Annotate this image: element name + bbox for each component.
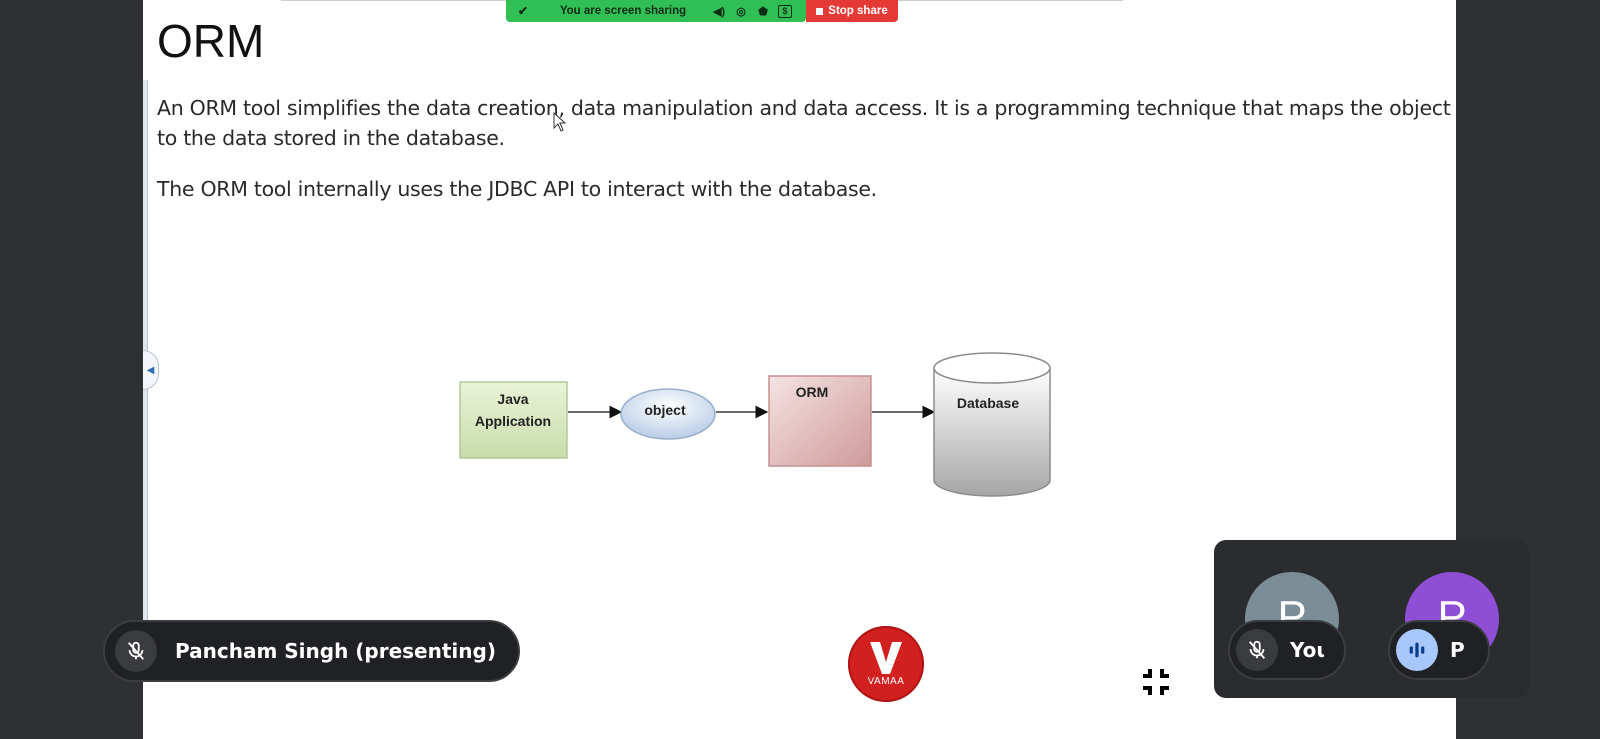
page-title: ORM xyxy=(157,15,265,67)
chevron-left-icon: ◀ xyxy=(146,364,155,376)
sharing-status: You are screen sharing xyxy=(559,5,687,17)
speaker-icon[interactable]: ◀) xyxy=(712,5,726,18)
record-icon[interactable]: ◎ xyxy=(736,5,746,18)
logo-text: VAMAA xyxy=(867,675,905,687)
stop-share-label: Stop share xyxy=(828,5,888,17)
presenter-name: Pancham Singh (presenting) xyxy=(175,639,496,663)
v-logo-icon xyxy=(870,641,902,674)
mouse-cursor-icon xyxy=(553,112,567,132)
database-label: Database xyxy=(957,395,1019,411)
paragraph-jdbc: The ORM tool internally uses the JDBC AP… xyxy=(157,177,877,201)
database-top xyxy=(933,352,1051,384)
object-node xyxy=(620,388,716,440)
participant-tile[interactable]: P P xyxy=(1374,540,1529,698)
paragraph-description: An ORM tool simplifies the data creation… xyxy=(157,96,1451,150)
sidebar-toggle[interactable]: ◀ xyxy=(143,350,159,390)
shared-screen: ◀ ORM An ORM tool simplifies the data cr… xyxy=(143,0,1456,739)
shield-icon[interactable]: ⬟ xyxy=(758,5,768,18)
vamaa-logo: VAMAA xyxy=(848,626,924,702)
database-cylinder xyxy=(933,368,1051,497)
mic-off-icon[interactable] xyxy=(1236,629,1278,671)
java-label-line2: Application xyxy=(475,413,551,429)
java-application-box xyxy=(459,381,568,459)
stop-icon xyxy=(816,7,824,15)
speaking-icon xyxy=(1396,629,1438,671)
share-icon: ✔ xyxy=(518,4,529,18)
participant-name: You xyxy=(1290,638,1324,662)
presenter-label: Pancham Singh (presenting) xyxy=(103,620,520,682)
mic-off-icon[interactable] xyxy=(115,630,157,672)
object-label: object xyxy=(644,402,686,418)
participants-panel: P You P P xyxy=(1214,540,1529,698)
exit-fullscreen-icon[interactable] xyxy=(1140,666,1172,698)
java-label-line1: Java xyxy=(497,391,528,407)
participant-label: You xyxy=(1228,620,1346,680)
participant-label: P xyxy=(1388,620,1490,680)
orm-box xyxy=(768,375,872,467)
dollar-icon[interactable]: $ xyxy=(778,4,792,18)
participant-tile[interactable]: P You xyxy=(1214,540,1369,698)
orm-label: ORM xyxy=(796,384,829,400)
participant-name: P xyxy=(1450,638,1465,662)
screen-sharing-bar: ✔ You are screen sharing ◀) ◎ ⬟ $ xyxy=(506,0,806,22)
stop-share-button[interactable]: Stop share xyxy=(806,0,898,22)
